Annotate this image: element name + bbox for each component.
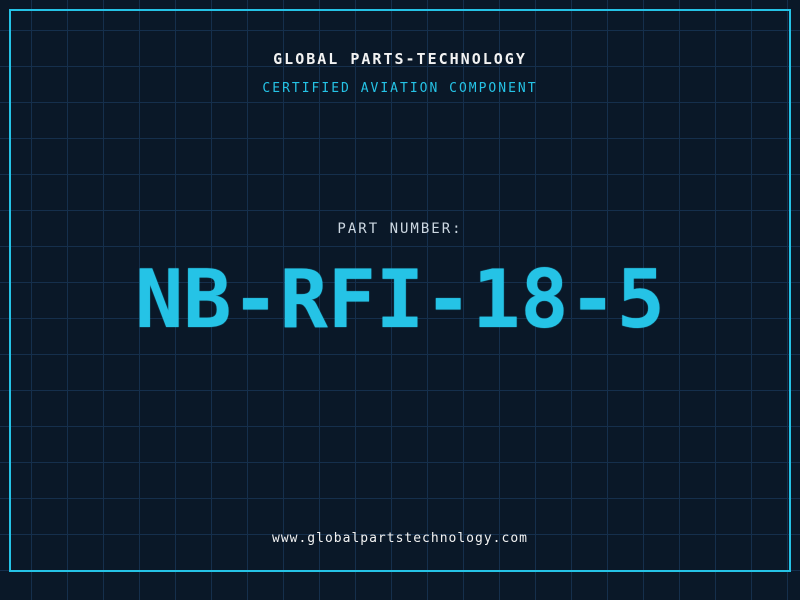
website-url: www.globalpartstechnology.com bbox=[272, 531, 528, 546]
border-frame bbox=[9, 9, 791, 572]
company-title: GLOBAL PARTS-TECHNOLOGY bbox=[273, 50, 527, 68]
part-number-value: NB-RFI-18-5 bbox=[135, 253, 665, 346]
part-number-label: PART NUMBER: bbox=[337, 221, 463, 237]
certification-subtitle: CERTIFIED AVIATION COMPONENT bbox=[262, 81, 538, 96]
